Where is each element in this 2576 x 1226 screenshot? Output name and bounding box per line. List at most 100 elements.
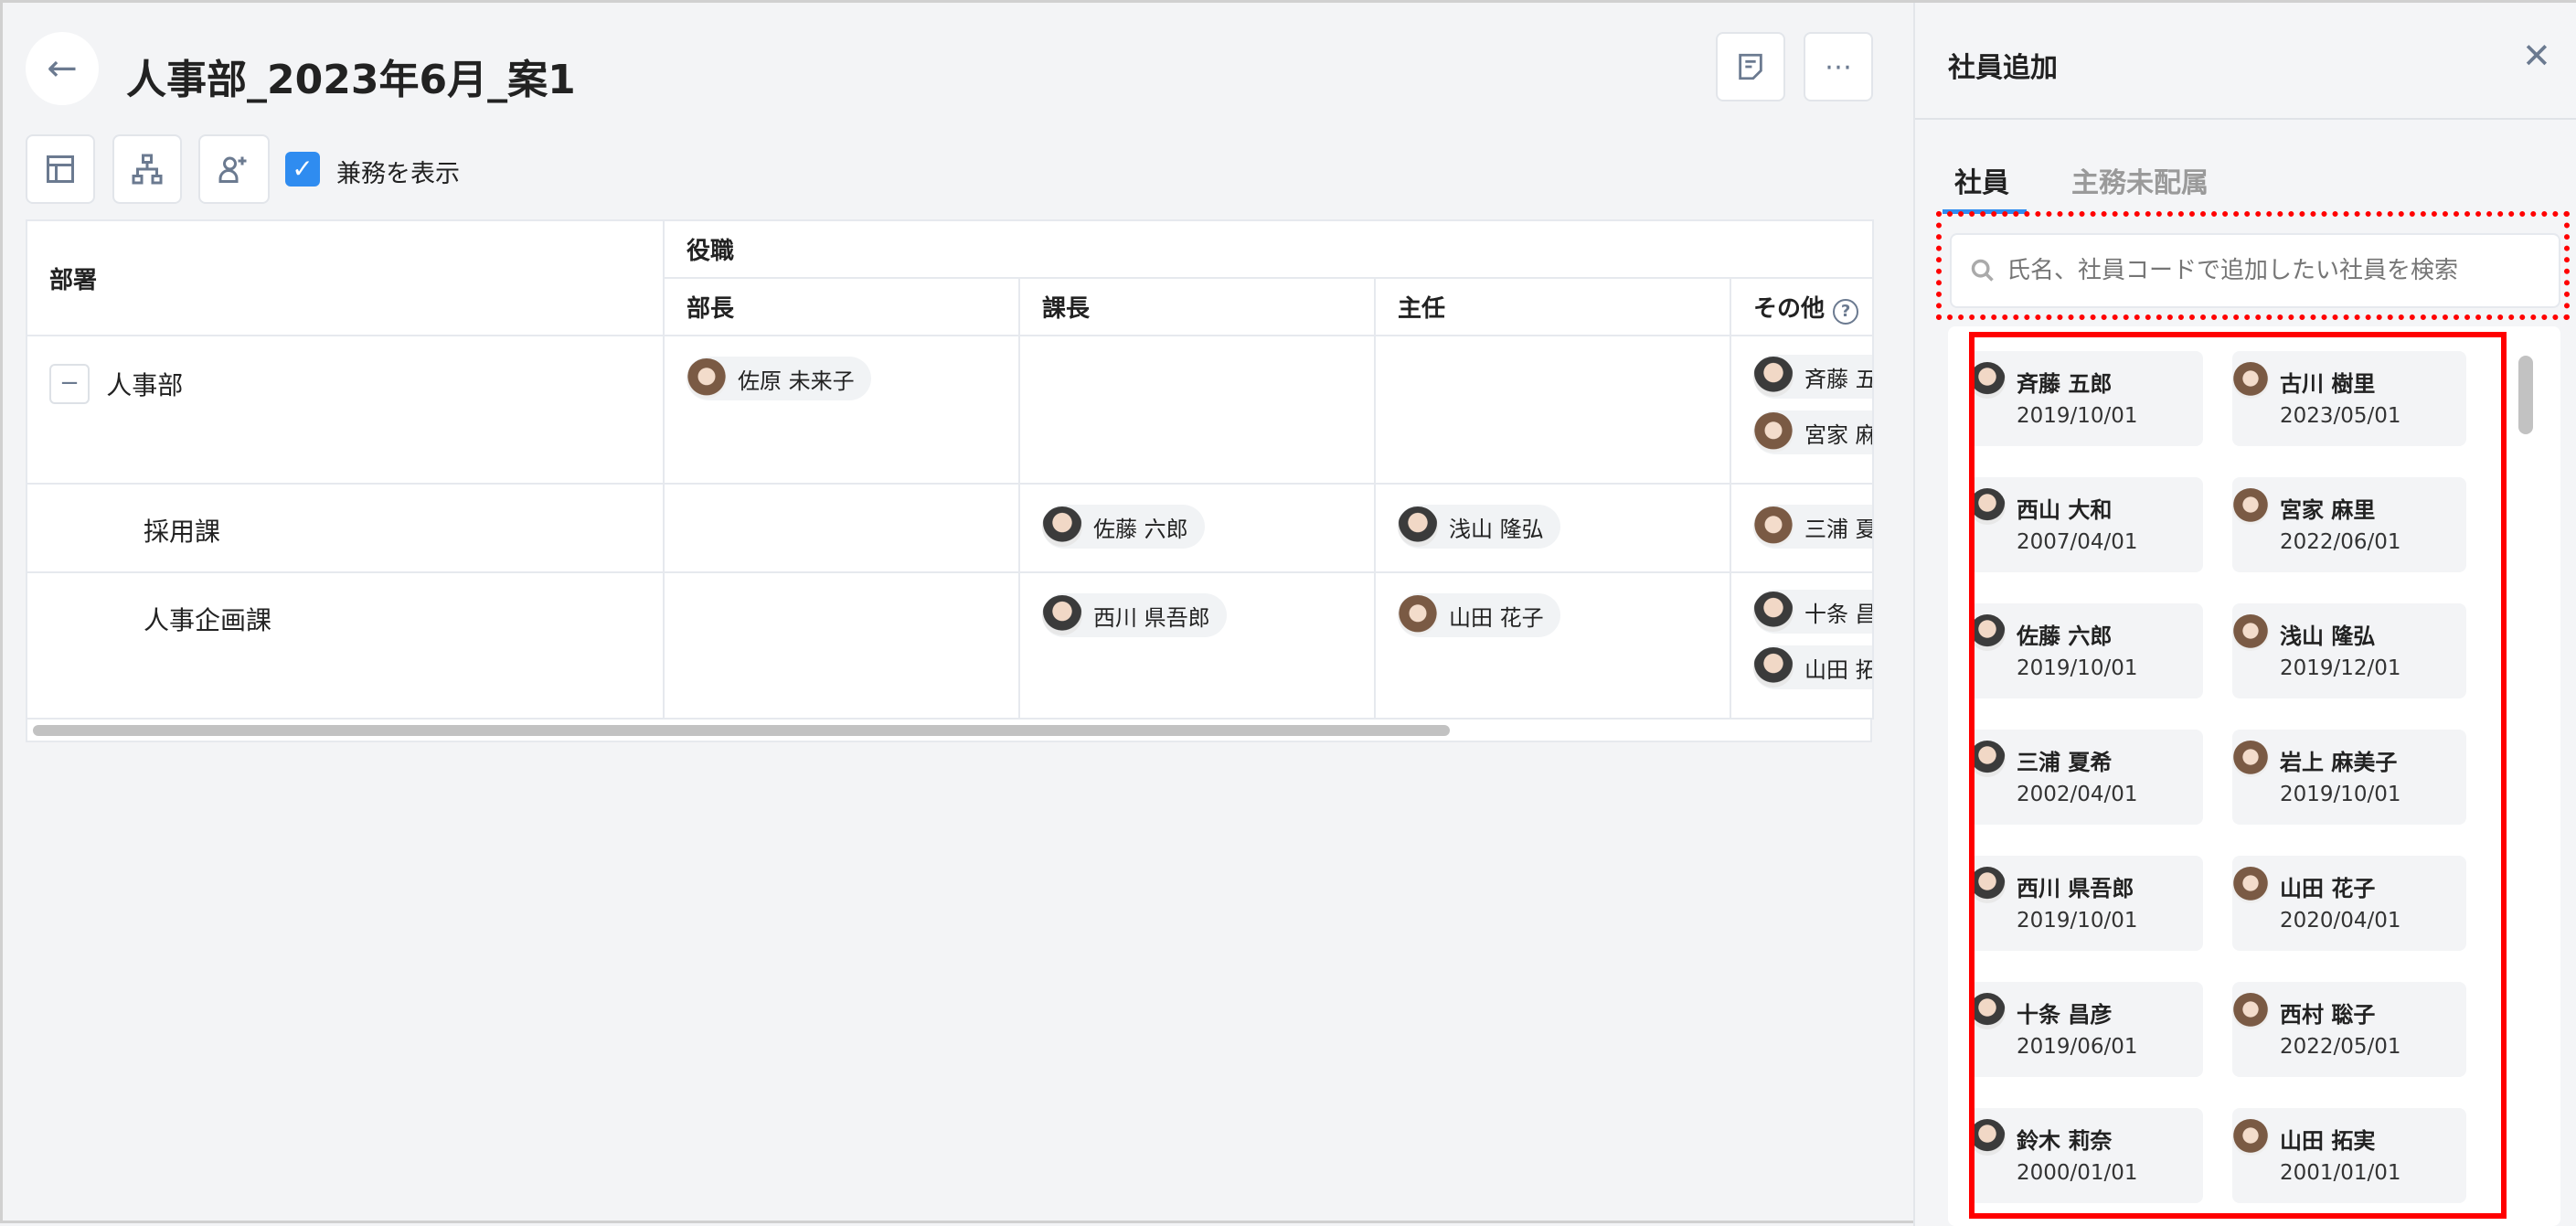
employee-name: 西山 大和 bbox=[2017, 497, 2113, 523]
employee-name: 岩上 麻美子 bbox=[2280, 750, 2398, 775]
employee-chip[interactable]: 三浦 夏 bbox=[1753, 505, 1872, 549]
org-table: 部署役職 部長 課長 主任 その他 ? − 人事部 佐原 未来子 斉藤 五宮家 … bbox=[26, 219, 1875, 720]
table-icon bbox=[47, 155, 74, 183]
search-field[interactable] bbox=[1950, 233, 2560, 308]
header-bucho: 部長 bbox=[663, 277, 1020, 336]
employee-chip[interactable]: 山田 拓 bbox=[1753, 645, 1872, 689]
avatar bbox=[1042, 506, 1082, 547]
employee-name: 鈴木 莉奈 bbox=[2017, 1128, 2113, 1154]
close-icon[interactable]: ✕ bbox=[2522, 36, 2551, 76]
avatar bbox=[2232, 614, 2269, 651]
employee-date: 2019/10/01 bbox=[2280, 783, 2401, 806]
arrow-left-icon: ← bbox=[47, 48, 78, 90]
horizontal-scrollbar[interactable] bbox=[26, 718, 1872, 742]
avatar bbox=[2232, 488, 2269, 525]
employee-chip[interactable]: 山田 花子 bbox=[1398, 593, 1560, 637]
department-name: 人事企画課 bbox=[26, 571, 665, 720]
show-concurrent-checkbox[interactable]: ✓ bbox=[285, 152, 320, 187]
employee-name: 山田 拓実 bbox=[2280, 1128, 2376, 1154]
employee-card[interactable]: 佐藤 六郎 2019/10/01 bbox=[1969, 603, 2203, 698]
employee-card[interactable]: 三浦 夏希 2002/04/01 bbox=[1969, 730, 2203, 825]
table-row: 人事企画課 西川 県吾郎 山田 花子 十条 昌山田 拓 bbox=[26, 571, 1875, 720]
employee-chip[interactable]: 十条 昌 bbox=[1753, 590, 1872, 634]
header-department: 部署 bbox=[26, 219, 665, 336]
header-position: 役職 bbox=[662, 219, 1875, 279]
memo-button[interactable] bbox=[1716, 32, 1785, 101]
employee-date: 2023/05/01 bbox=[2280, 404, 2401, 428]
avatar bbox=[1753, 412, 1794, 453]
employee-card[interactable]: 岩上 麻美子 2019/10/01 bbox=[2232, 730, 2466, 825]
org-chart-button[interactable] bbox=[112, 134, 182, 204]
search-input[interactable] bbox=[2007, 257, 2555, 284]
tab-employees[interactable]: 社員 bbox=[1954, 167, 2009, 199]
table-row: 採用課 佐藤 六郎 浅山 隆弘 三浦 夏 bbox=[26, 483, 1875, 573]
more-icon: ⋯ bbox=[1825, 50, 1852, 83]
employee-date: 2020/04/01 bbox=[2280, 909, 2401, 933]
table-row: − 人事部 佐原 未来子 斉藤 五宮家 麻 bbox=[26, 335, 1875, 485]
employee-date: 2022/05/01 bbox=[2280, 1035, 2401, 1059]
employee-date: 2019/10/01 bbox=[2017, 909, 2138, 933]
add-person-button[interactable] bbox=[198, 134, 270, 204]
employee-name: 西川 県吾郎 bbox=[2017, 876, 2134, 901]
avatar bbox=[1969, 1119, 2006, 1156]
employee-name: 西村 聡子 bbox=[2280, 1002, 2376, 1028]
employee-card[interactable]: 西川 県吾郎 2019/10/01 bbox=[1969, 856, 2203, 951]
employee-name: 浅山 隆弘 bbox=[2280, 624, 2376, 649]
employee-chip[interactable]: 佐藤 六郎 bbox=[1042, 505, 1205, 549]
avatar bbox=[2232, 867, 2269, 903]
employee-chip[interactable]: 斉藤 五 bbox=[1753, 355, 1872, 399]
employee-chip[interactable]: 西川 県吾郎 bbox=[1042, 593, 1227, 637]
employee-name: 斉藤 五郎 bbox=[2017, 371, 2113, 397]
tab-unassigned[interactable]: 主務未配属 bbox=[2071, 167, 2209, 199]
department-name: 採用課 bbox=[26, 483, 665, 573]
add-person-icon bbox=[218, 156, 247, 183]
add-employee-panel: 社員追加 ✕ 社員 主務未配属 斉藤 五郎 2019/10/01 古川 樹里 2023… bbox=[1913, 3, 2576, 1226]
search-icon bbox=[1971, 259, 1994, 282]
employee-chip[interactable]: 宮家 麻 bbox=[1753, 410, 1872, 454]
employee-date: 2022/06/01 bbox=[2280, 530, 2401, 554]
header-other: その他 ? bbox=[1729, 277, 1875, 336]
employee-date: 2019/10/01 bbox=[2017, 656, 2138, 680]
employee-chip[interactable]: 浅山 隆弘 bbox=[1398, 505, 1560, 549]
employee-name: 三浦 夏希 bbox=[2017, 750, 2113, 775]
avatar bbox=[1042, 595, 1082, 635]
collapse-button[interactable]: − bbox=[49, 364, 90, 404]
employee-chip[interactable]: 佐原 未来子 bbox=[687, 357, 871, 400]
avatar bbox=[1753, 647, 1794, 688]
scrollbar-thumb[interactable] bbox=[33, 725, 1450, 736]
table-view-button[interactable] bbox=[26, 134, 95, 204]
avatar bbox=[1969, 362, 2006, 399]
employee-card[interactable]: 古川 樹里 2023/05/01 bbox=[2232, 351, 2466, 446]
employee-name: 佐藤 六郎 bbox=[2017, 624, 2113, 649]
avatar bbox=[1398, 595, 1438, 635]
panel-title: 社員追加 bbox=[1948, 52, 2058, 84]
avatar bbox=[2232, 741, 2269, 777]
employee-card[interactable]: 斉藤 五郎 2019/10/01 bbox=[1969, 351, 2203, 446]
employee-date: 2019/10/01 bbox=[2017, 404, 2138, 428]
employee-name: 宮家 麻里 bbox=[2280, 497, 2376, 523]
check-icon: ✓ bbox=[292, 154, 314, 184]
avatar bbox=[1753, 592, 1794, 632]
employee-date: 2002/04/01 bbox=[2017, 783, 2138, 806]
help-icon[interactable]: ? bbox=[1833, 298, 1859, 325]
department-name: 人事部 bbox=[106, 370, 184, 400]
avatar bbox=[1398, 506, 1438, 547]
avatar bbox=[1969, 488, 2006, 525]
avatar bbox=[1969, 867, 2006, 903]
employee-card[interactable]: 西村 聡子 2022/05/01 bbox=[2232, 982, 2466, 1077]
search-highlight bbox=[1936, 211, 2570, 320]
avatar bbox=[1969, 741, 2006, 777]
list-scrollbar-thumb[interactable] bbox=[2518, 356, 2533, 434]
employee-date: 2019/06/01 bbox=[2017, 1035, 2138, 1059]
employee-name: 古川 樹里 bbox=[2280, 371, 2376, 397]
employee-card[interactable]: 宮家 麻里 2022/06/01 bbox=[2232, 477, 2466, 572]
more-button[interactable]: ⋯ bbox=[1804, 32, 1873, 101]
back-button[interactable]: ← bbox=[26, 32, 99, 105]
avatar bbox=[1969, 614, 2006, 651]
